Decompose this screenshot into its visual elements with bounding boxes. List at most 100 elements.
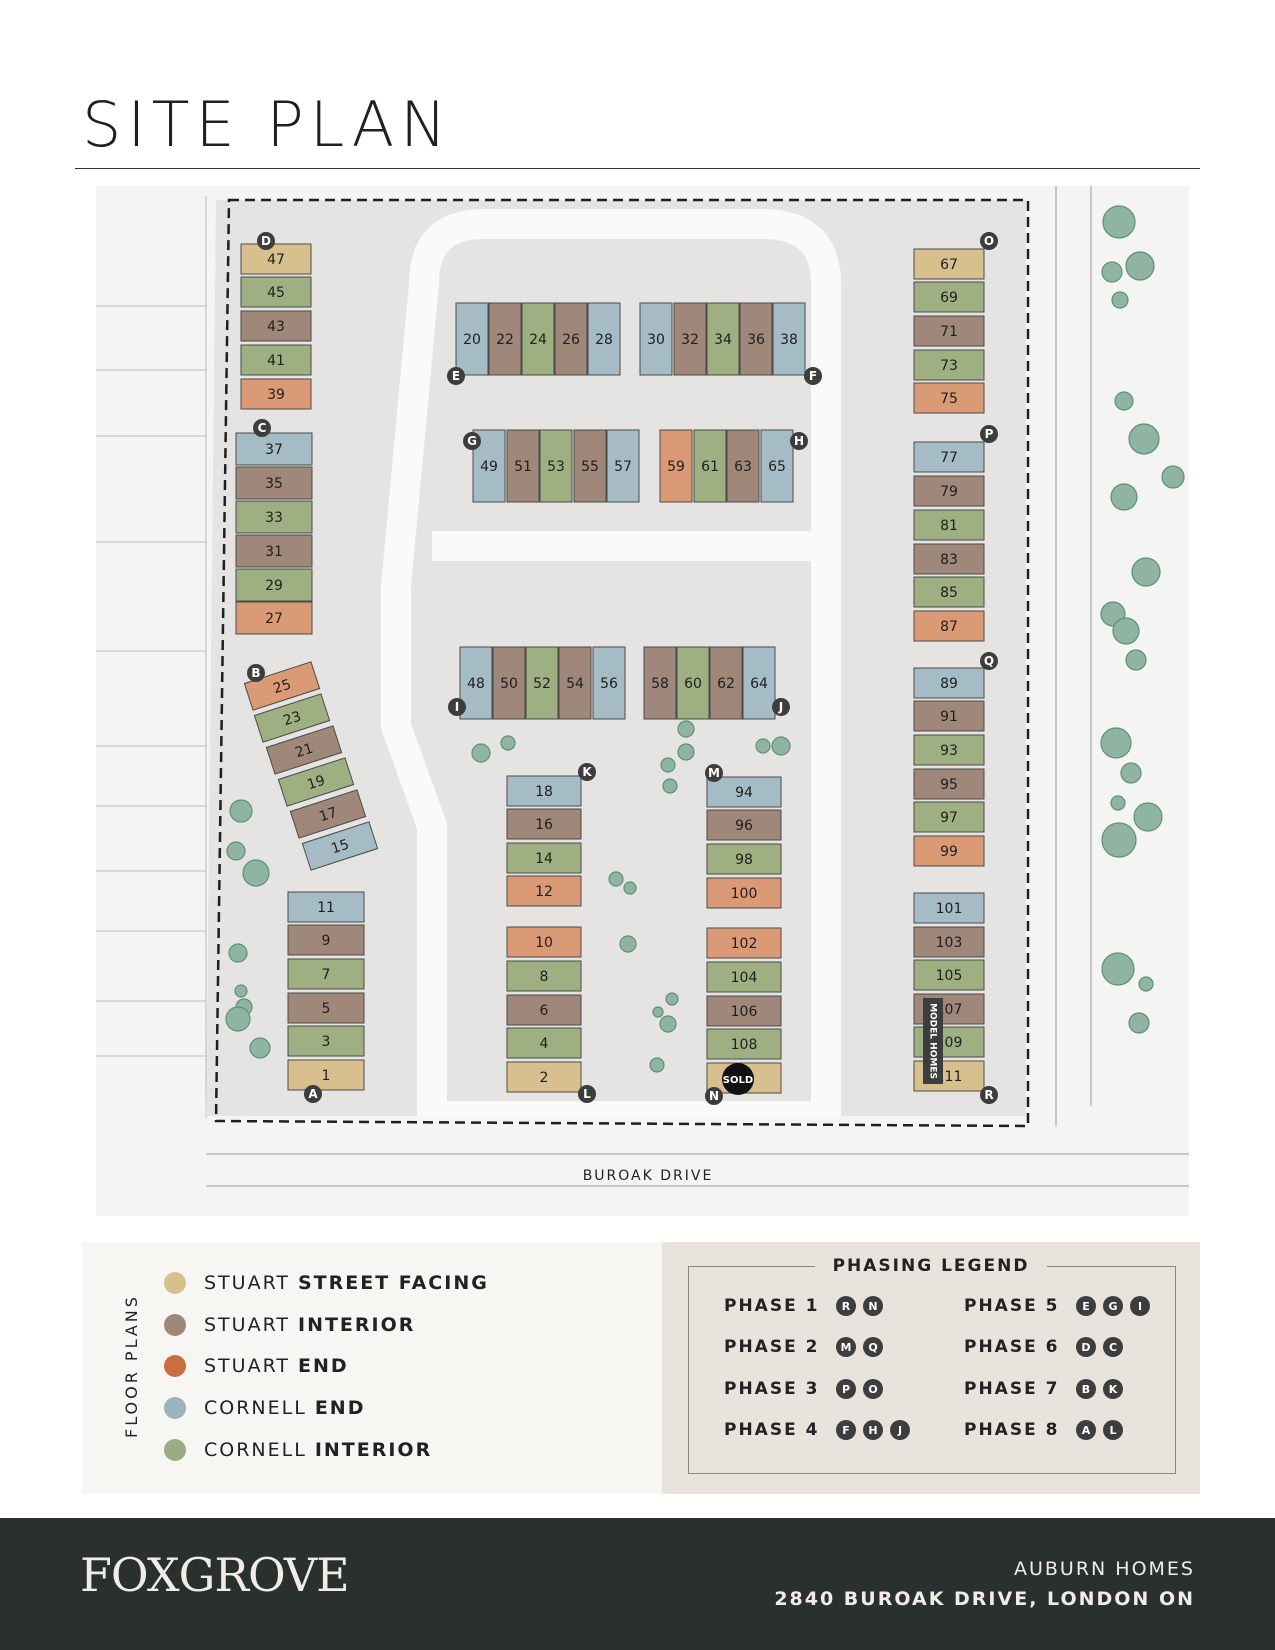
- phase-pin-b[interactable]: B: [247, 664, 265, 682]
- lot-53[interactable]: 53: [539, 429, 573, 503]
- lot-20[interactable]: 20: [455, 302, 489, 376]
- lot-97[interactable]: 97: [913, 801, 985, 833]
- lot-21[interactable]: 21: [265, 725, 343, 775]
- phase-pin-l[interactable]: L: [578, 1085, 596, 1103]
- lot-17[interactable]: 17: [289, 789, 367, 839]
- phase-pin-d[interactable]: D: [257, 232, 275, 250]
- lot-89[interactable]: 89: [913, 667, 985, 699]
- lot-93[interactable]: 93: [913, 734, 985, 766]
- lot-51[interactable]: 51: [506, 429, 540, 503]
- lot-59[interactable]: 59: [659, 429, 693, 503]
- lot-24[interactable]: 24: [521, 302, 555, 376]
- phase-pin-f[interactable]: F: [804, 367, 822, 385]
- lot-10[interactable]: 10: [506, 926, 582, 958]
- lot-15[interactable]: 15: [301, 821, 379, 871]
- lot-5[interactable]: 5: [287, 992, 365, 1024]
- lot-56[interactable]: 56: [592, 646, 626, 720]
- lot-75[interactable]: 75: [913, 382, 985, 414]
- phase-pin-a[interactable]: A: [304, 1085, 322, 1103]
- lot-2[interactable]: 2: [506, 1061, 582, 1093]
- lot-33[interactable]: 33: [235, 500, 313, 534]
- lot-41[interactable]: 41: [240, 344, 312, 376]
- phase-pin-j[interactable]: J: [772, 698, 790, 716]
- lot-9[interactable]: 9: [287, 924, 365, 956]
- lot-83[interactable]: 83: [913, 543, 985, 575]
- lot-71[interactable]: 71: [913, 315, 985, 347]
- phase-pin-e[interactable]: E: [447, 367, 465, 385]
- lot-77[interactable]: 77: [913, 441, 985, 473]
- lot-27[interactable]: 27: [235, 601, 313, 635]
- phase-pin-i[interactable]: I: [448, 698, 466, 716]
- lot-65[interactable]: 65: [760, 429, 794, 503]
- phase-pin-g[interactable]: G: [463, 432, 481, 450]
- lot-26[interactable]: 26: [554, 302, 588, 376]
- lot-104[interactable]: 104: [706, 961, 782, 993]
- lot-19[interactable]: 19: [277, 757, 355, 807]
- lot-106[interactable]: 106: [706, 995, 782, 1027]
- lot-101[interactable]: 101: [913, 892, 985, 924]
- lot-55[interactable]: 55: [573, 429, 607, 503]
- lot-81[interactable]: 81: [913, 509, 985, 541]
- lot-11[interactable]: 11: [287, 891, 365, 923]
- lot-94[interactable]: 94: [706, 776, 782, 808]
- lot-25[interactable]: 25: [243, 661, 321, 711]
- lot-32[interactable]: 32: [673, 302, 707, 376]
- lot-63[interactable]: 63: [726, 429, 760, 503]
- lot-31[interactable]: 31: [235, 534, 313, 568]
- lot-64[interactable]: 64: [742, 646, 776, 720]
- lot-50[interactable]: 50: [492, 646, 526, 720]
- lot-67[interactable]: 67: [913, 248, 985, 280]
- lot-96[interactable]: 96: [706, 809, 782, 841]
- lot-91[interactable]: 91: [913, 700, 985, 732]
- lot-35[interactable]: 35: [235, 466, 313, 500]
- lot-57[interactable]: 57: [606, 429, 640, 503]
- lot-16[interactable]: 16: [506, 808, 582, 840]
- lot-69[interactable]: 69: [913, 281, 985, 313]
- phase-pin-h[interactable]: H: [790, 432, 808, 450]
- lot-61[interactable]: 61: [693, 429, 727, 503]
- phase-pin-q[interactable]: Q: [980, 652, 998, 670]
- lot-100[interactable]: 100: [706, 877, 782, 909]
- lot-36[interactable]: 36: [739, 302, 773, 376]
- lot-18[interactable]: 18: [506, 775, 582, 807]
- lot-30[interactable]: 30: [639, 302, 673, 376]
- phase-pin-o[interactable]: O: [980, 232, 998, 250]
- lot-87[interactable]: 87: [913, 610, 985, 642]
- lot-29[interactable]: 29: [235, 568, 313, 602]
- lot-23[interactable]: 23: [253, 693, 331, 743]
- lot-14[interactable]: 14: [506, 842, 582, 874]
- phase-pin-k[interactable]: K: [578, 763, 596, 781]
- lot-34[interactable]: 34: [706, 302, 740, 376]
- lot-73[interactable]: 73: [913, 349, 985, 381]
- lot-37[interactable]: 37: [235, 432, 313, 466]
- lot-12[interactable]: 12: [506, 875, 582, 907]
- lot-48[interactable]: 48: [459, 646, 493, 720]
- lot-95[interactable]: 95: [913, 768, 985, 800]
- lot-3[interactable]: 3: [287, 1025, 365, 1057]
- lot-85[interactable]: 85: [913, 576, 985, 608]
- lot-108[interactable]: 108: [706, 1028, 782, 1060]
- lot-52[interactable]: 52: [525, 646, 559, 720]
- lot-6[interactable]: 6: [506, 994, 582, 1026]
- lot-102[interactable]: 102: [706, 927, 782, 959]
- lot-39[interactable]: 39: [240, 378, 312, 410]
- lot-98[interactable]: 98: [706, 843, 782, 875]
- lot-54[interactable]: 54: [558, 646, 592, 720]
- lot-103[interactable]: 103: [913, 926, 985, 958]
- phase-pin-p[interactable]: P: [980, 425, 998, 443]
- lot-47[interactable]: 47: [240, 243, 312, 275]
- lot-38[interactable]: 38: [772, 302, 806, 376]
- lot-7[interactable]: 7: [287, 958, 365, 990]
- lot-62[interactable]: 62: [709, 646, 743, 720]
- lot-60[interactable]: 60: [676, 646, 710, 720]
- lot-105[interactable]: 105: [913, 959, 985, 991]
- lot-45[interactable]: 45: [240, 276, 312, 308]
- lot-43[interactable]: 43: [240, 310, 312, 342]
- lot-4[interactable]: 4: [506, 1027, 582, 1059]
- phase-pin-c[interactable]: C: [253, 419, 271, 437]
- lot-8[interactable]: 8: [506, 960, 582, 992]
- lot-99[interactable]: 99: [913, 835, 985, 867]
- phase-pin-n[interactable]: N: [705, 1087, 723, 1105]
- lot-22[interactable]: 22: [488, 302, 522, 376]
- lot-1[interactable]: 1: [287, 1059, 365, 1091]
